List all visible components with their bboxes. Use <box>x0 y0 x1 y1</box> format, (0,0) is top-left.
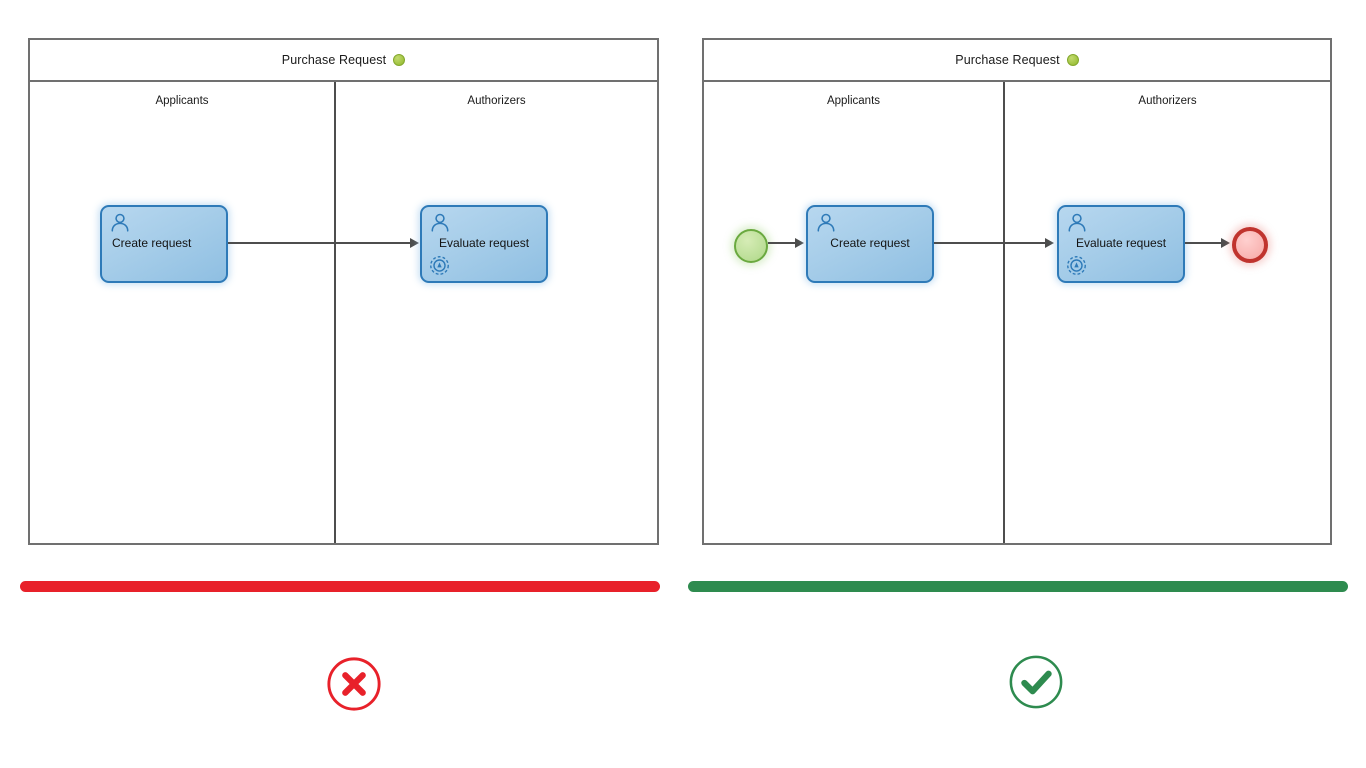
loop-marker-icon <box>1067 256 1086 275</box>
lane-container-right: Applicants Authorizers <box>704 82 1330 543</box>
lane-label-applicants: Applicants <box>826 95 881 107</box>
flow-arrowhead <box>795 238 804 248</box>
pool-title: Purchase Request <box>955 53 1060 67</box>
lane-authorizers-left[interactable]: Authorizers <box>334 82 657 543</box>
flow-arrowhead <box>410 238 419 248</box>
verdict-bar-incorrect <box>20 581 660 592</box>
user-icon <box>111 213 129 232</box>
user-icon <box>431 213 449 232</box>
task-create-request[interactable]: Create request <box>100 205 228 283</box>
task-label: Evaluate request <box>438 236 530 251</box>
task-evaluate-request[interactable]: Evaluate request <box>420 205 548 283</box>
green-dot-icon <box>1066 54 1079 66</box>
task-label: Evaluate request <box>1075 236 1167 251</box>
lane-label-authorizers: Authorizers <box>467 95 526 107</box>
pool-header-left: Purchase Request <box>30 40 657 82</box>
task-label: Create request <box>830 236 910 251</box>
task-evaluate-request[interactable]: Evaluate request <box>1057 205 1185 283</box>
end-event[interactable] <box>1232 227 1268 263</box>
flow-start-to-create[interactable] <box>768 242 795 244</box>
verdict-bar-correct <box>688 581 1348 592</box>
loop-marker-icon <box>430 256 449 275</box>
start-event[interactable] <box>734 229 768 263</box>
user-icon <box>817 213 835 232</box>
check-circle-icon <box>1009 655 1063 709</box>
pool-title: Purchase Request <box>281 53 387 67</box>
cross-circle-icon <box>327 657 381 711</box>
green-dot-icon <box>393 54 406 66</box>
task-label: Create request <box>112 236 192 251</box>
task-create-request[interactable]: Create request <box>806 205 934 283</box>
shape-layer-right: Create request Evaluate request <box>704 40 1330 543</box>
flow-arrowhead <box>1045 238 1054 248</box>
shape-layer-left: Create request Evaluate request <box>30 40 657 543</box>
pool-purchase-request-right[interactable]: Purchase Request Applicants Authorizers <box>702 38 1332 545</box>
flow-arrowhead <box>1221 238 1230 248</box>
lane-container-left: Applicants Authorizers <box>30 82 657 543</box>
flow-create-to-evaluate[interactable] <box>934 242 1045 244</box>
pool-purchase-request-left[interactable]: Purchase Request Applicants Authorizers … <box>28 38 659 545</box>
pool-header-right: Purchase Request <box>704 40 1330 82</box>
lane-label-authorizers: Authorizers <box>1138 95 1197 107</box>
lane-applicants-left[interactable]: Applicants <box>30 82 334 543</box>
flow-evaluate-to-end[interactable] <box>1185 242 1221 244</box>
flow-create-to-evaluate[interactable] <box>228 242 410 244</box>
user-icon <box>1068 213 1086 232</box>
lane-label-applicants: Applicants <box>155 95 209 107</box>
lane-authorizers-right[interactable]: Authorizers <box>1003 82 1330 543</box>
lane-applicants-right[interactable]: Applicants <box>704 82 1003 543</box>
